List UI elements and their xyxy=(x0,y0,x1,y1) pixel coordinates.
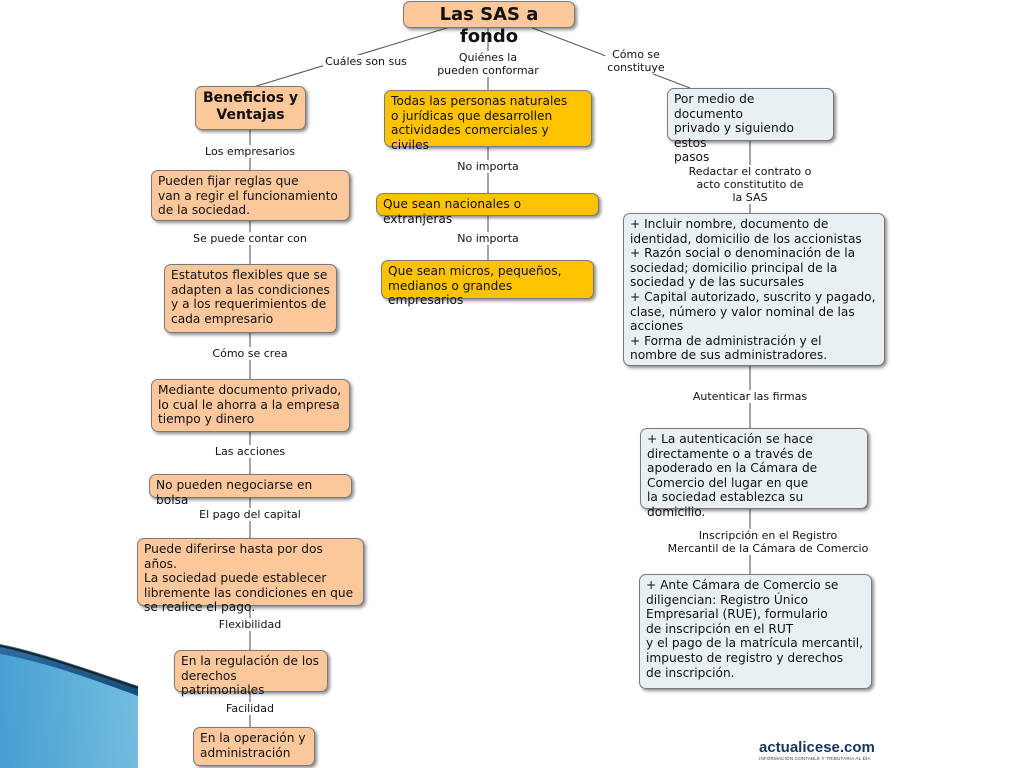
logo-tagline: INFORMACIÓN CONTABLE Y TRIBUTARIA AL DÍA xyxy=(759,756,871,761)
brand-logo[interactable]: actualicese.com INFORMACIÓN CONTABLE Y T… xyxy=(759,740,889,762)
link-label: Redactar el contrato o acto constitutito… xyxy=(686,165,814,204)
concept-node: En la regulación de los derechos patrimo… xyxy=(174,650,328,697)
link-label: Inscripción en el Registro Mercantil de … xyxy=(665,529,871,555)
benefits-node: Beneficios y Ventajas xyxy=(195,86,306,130)
link-label: Cómo se crea xyxy=(210,347,290,360)
link-label: Flexibilidad xyxy=(216,618,284,631)
concept-node: Que sean nacionales o extranjeras xyxy=(376,193,599,226)
link-label: No importa xyxy=(455,232,521,245)
concept-node: Mediante documento privado, lo cual le a… xyxy=(151,379,350,432)
branch-label-middle: Quiénes la pueden conformar xyxy=(435,51,541,77)
constitution-node: Por medio de documento privado y siguien… xyxy=(667,88,834,164)
logo-name: actualicese.com xyxy=(759,739,875,756)
link-label: Se puede contar con xyxy=(191,232,309,245)
branch-label-right: Cómo se constituye xyxy=(605,48,667,74)
decorative-swoosh xyxy=(0,644,139,768)
branch-label-left: Cuáles son sus xyxy=(323,55,409,68)
concept-node: En la operación y administración xyxy=(193,727,315,766)
concept-node: Estatutos flexibles que se adapten a las… xyxy=(164,264,337,333)
concept-node: Puede diferirse hasta por dos años. La s… xyxy=(137,538,364,614)
link-label: Los empresarios xyxy=(203,145,297,158)
link-label: No importa xyxy=(455,160,521,173)
link-label: Las acciones xyxy=(212,445,288,458)
concept-node: + Incluir nombre, documento de identidad… xyxy=(623,213,885,366)
link-label: Facilidad xyxy=(224,702,276,715)
concept-node: Pueden fijar reglas que van a regir el f… xyxy=(151,170,350,221)
concept-node: + La autenticación se hace directamente … xyxy=(640,428,868,519)
link-label: Autenticar las firmas xyxy=(690,390,810,403)
title-node: Las SAS a fondo xyxy=(403,1,575,47)
concept-node: No pueden negociarse en bolsa xyxy=(149,474,352,507)
concept-node: + Ante Cámara de Comercio se diligencian… xyxy=(639,574,872,689)
members-node: Todas las personas naturales o jurídicas… xyxy=(384,90,592,152)
concept-node: Que sean micros, pequeños, medianos o gr… xyxy=(381,260,594,307)
link-label: El pago del capital xyxy=(197,508,303,521)
